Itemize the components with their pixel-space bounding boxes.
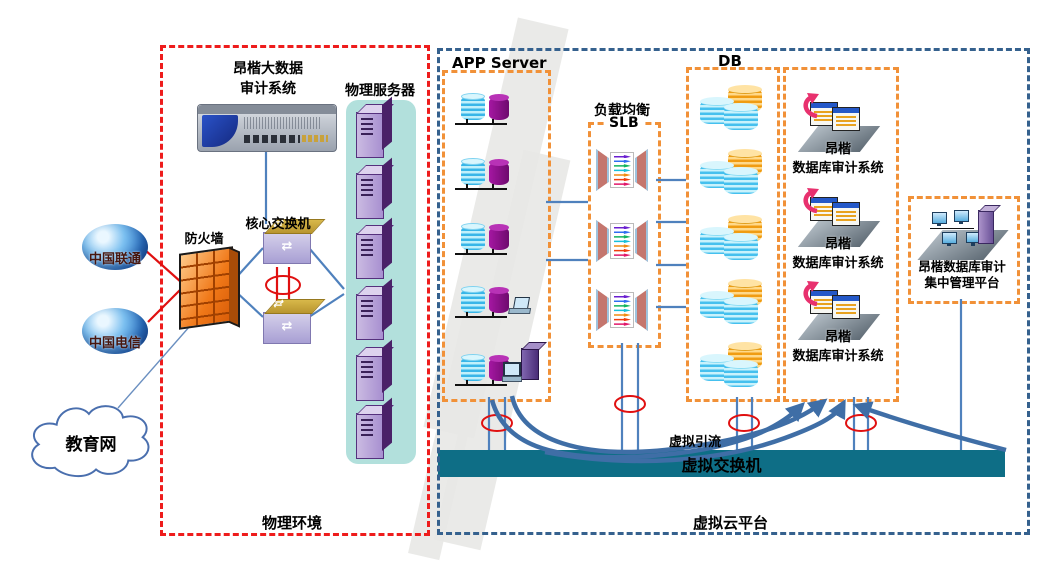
laptop-icon [512, 297, 531, 309]
audit-system-item: 昂楷 数据库审计系统 [782, 93, 894, 176]
app-node-shelf [455, 184, 507, 190]
physical-server-icon [356, 112, 384, 158]
database-cluster-icon [698, 342, 770, 391]
physical-server-icon [356, 413, 384, 459]
refresh-arrow-icon [803, 93, 819, 119]
education-network-cloud-icon: 教育网 [18, 396, 158, 482]
education-network-label: 教育网 [65, 435, 117, 455]
app-node-icon [461, 354, 485, 381]
bigdata-audit-appliance-icon [197, 104, 337, 152]
database-cluster-icon [698, 149, 770, 198]
physical-server-icon [356, 355, 384, 401]
audit-system-icon [794, 188, 882, 249]
app-node-icon [489, 224, 509, 250]
app-node-icon [489, 287, 509, 313]
unicom-globe-icon: 中国联通 [82, 224, 148, 270]
app-node-icon [461, 223, 485, 250]
mgmt-platform-label: 昂楷数据库审计 集中管理平台 [918, 259, 1006, 290]
physical-server-icon [356, 294, 384, 340]
physical-server-panel [346, 100, 416, 464]
physical-environment-label: 物理环境 [261, 514, 322, 532]
load-balancer-icon [596, 288, 648, 332]
virtual-switch-label: 虚拟交换机 [681, 456, 762, 475]
audit-system-item: 昂楷 数据库审计系统 [782, 188, 894, 271]
app-node-icon [489, 94, 509, 120]
core-switch-icon: ⇄⇄ [263, 297, 311, 344]
mgmt-platform-box [908, 196, 1020, 304]
db-title: DB [718, 52, 742, 70]
telecom-label: 中国电信 [88, 336, 141, 351]
core-switch-icon: ⇄⇄ [263, 217, 311, 264]
desktop-monitor-icon [502, 362, 522, 382]
audit-mgmt-platform-icon [916, 206, 1009, 262]
app-node-icon [461, 158, 485, 185]
audit-system-icon [794, 93, 882, 154]
virtual-cloud-label: 虚拟云平台 [692, 514, 768, 532]
database-cluster-icon [698, 279, 770, 328]
virtual-cloud-box [437, 48, 1030, 535]
refresh-arrow-icon [803, 281, 819, 307]
physical-server-icon [356, 233, 384, 279]
firewall-label: 防火墙 [184, 232, 224, 247]
app-node-icon [489, 159, 509, 185]
app-node-icon [461, 93, 485, 120]
load-balancer-icon [596, 148, 648, 192]
app-node-shelf [455, 249, 507, 255]
core-switch-label: 核心交换机 [245, 217, 311, 232]
refresh-arrow-icon [803, 188, 819, 214]
app-server-title: APP Server [452, 54, 547, 72]
database-cluster-icon [698, 85, 770, 134]
unicom-label: 中国联通 [88, 252, 141, 267]
app-node-icon [461, 286, 485, 313]
database-cluster-icon [698, 215, 770, 264]
app-node-shelf [455, 119, 507, 125]
slb-title: SLB [606, 115, 642, 131]
traffic-redirect-label: 虚拟引流 [668, 435, 721, 450]
physical-server-icon [356, 173, 384, 219]
load-balancer-icon [596, 219, 648, 263]
telecom-globe-icon: 中国电信 [82, 308, 148, 354]
app-node-shelf [455, 312, 507, 318]
physical-servers-label: 物理服务器 [345, 83, 415, 99]
audit-system-item: 昂楷 数据库审计系统 [782, 281, 894, 364]
desktop-pc-icon [521, 348, 539, 380]
firewall-icon [179, 246, 233, 330]
audit-system-icon [794, 281, 882, 342]
app-node-shelf [455, 380, 507, 386]
appliance-label: 昂楷大数据 审计系统 [233, 61, 303, 97]
